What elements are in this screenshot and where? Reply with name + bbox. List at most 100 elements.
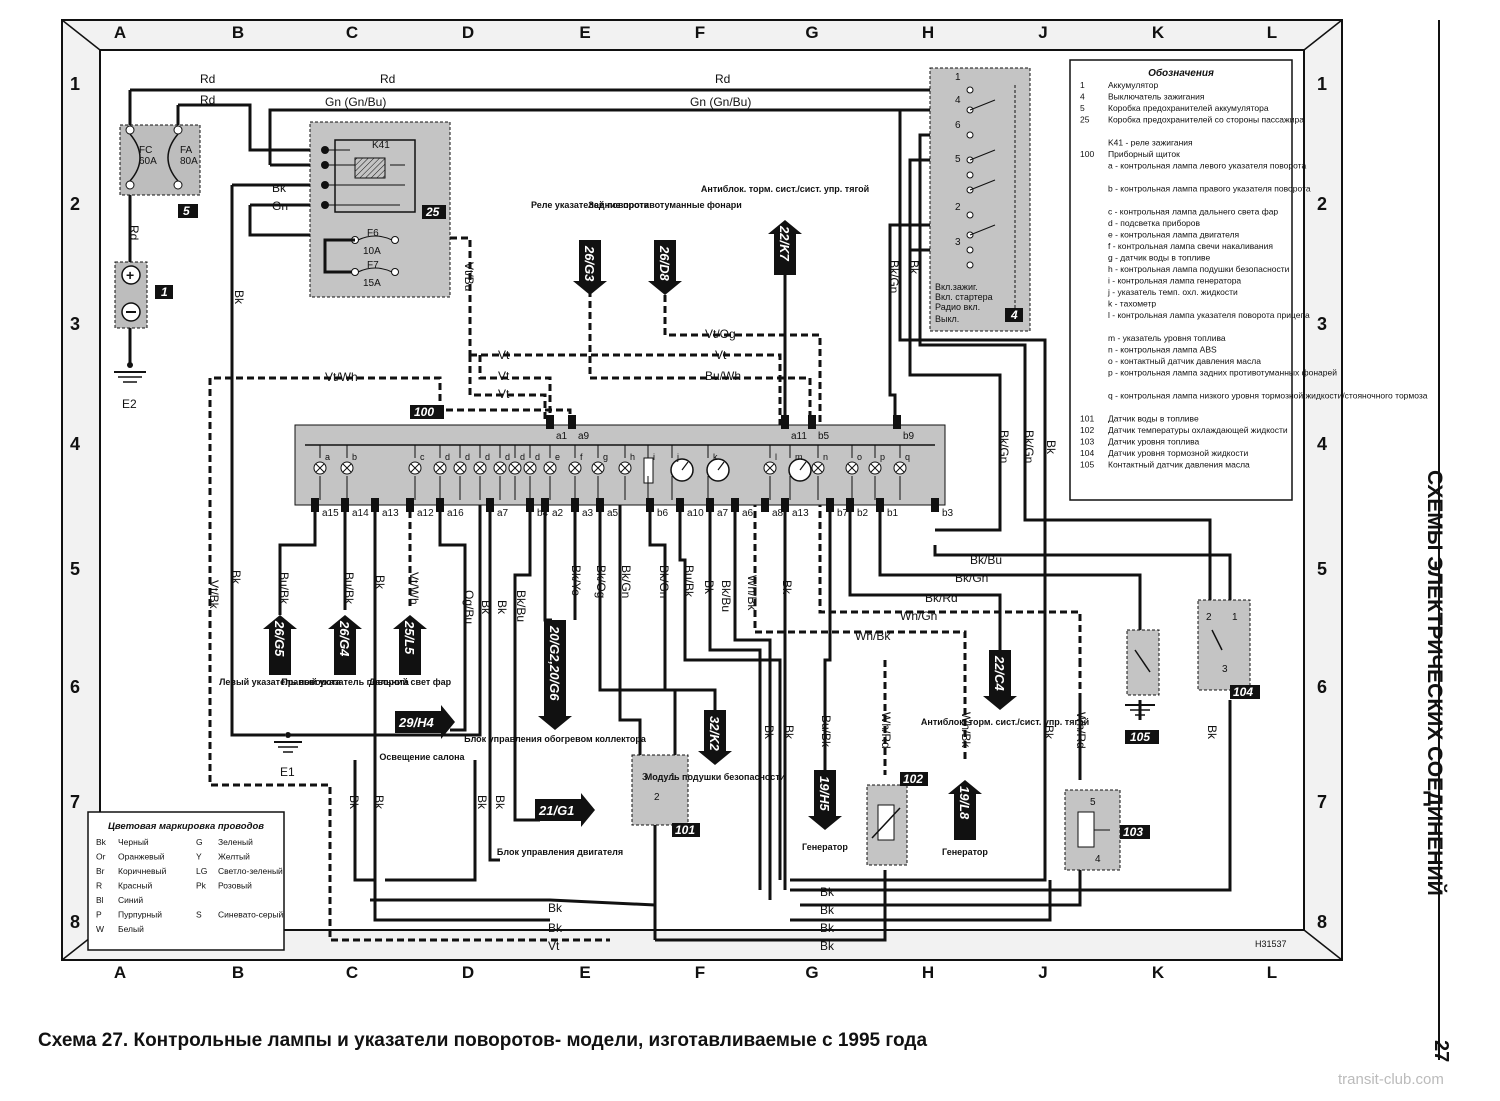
wire-label-rd: Rd [380, 72, 395, 86]
ignition-switch-number: 4 [1010, 308, 1018, 322]
color-code: W [96, 924, 104, 934]
color-name: Оранжевый [118, 852, 165, 862]
lamp-letter: b [352, 452, 357, 462]
wire-label-bk: Bk [372, 795, 386, 810]
grid-column-label: J [1038, 963, 1047, 982]
connector-pin [731, 498, 739, 512]
ign-pos-ignition: Вкл.зажиг. [935, 282, 978, 292]
arrow-shape [395, 705, 455, 739]
legend-item-text: Коробка предохранителей со стороны пасса… [1108, 115, 1304, 125]
fuse-box-5-number: 5 [183, 204, 190, 218]
color-code: P [96, 910, 102, 920]
lamp-cross [342, 463, 352, 473]
fuse-fa-rating: 80A [180, 156, 198, 167]
legend-item-text: e - контрольная лампа двигателя [1108, 230, 1240, 240]
wire-label-bubk: Bu/Bk [342, 572, 356, 605]
pin-label: a3 [582, 508, 594, 519]
color-code: Pk [196, 881, 207, 891]
connector-pin [931, 498, 939, 512]
pin-label: b5 [818, 431, 830, 442]
lamp-cross [847, 463, 857, 473]
wire-label-bk: Bk [229, 570, 243, 585]
connector-pin [846, 498, 854, 512]
legend-item-number: 105 [1080, 460, 1094, 470]
reference-arrow: 29/H4 [395, 705, 455, 739]
lamp-letter: e [555, 452, 560, 462]
wire-label-buwh: Bu/Wh [705, 369, 741, 383]
reference-arrow: 26/G5 [263, 615, 297, 675]
legend-item-text: f - контрольная лампа свечи накаливания [1108, 241, 1273, 251]
connector-pin [676, 498, 684, 512]
wire-label-bk: Bk [782, 725, 796, 740]
grid-column-label: C [346, 23, 358, 42]
wire-label-bk: Bk [495, 600, 509, 615]
connector-pin [436, 498, 444, 512]
s103-pin-5: 5 [1090, 797, 1096, 808]
wire-label-vt: Vt [548, 939, 560, 953]
wire-label-whrd: Wh/Rd [1074, 712, 1088, 749]
color-code: Or [96, 852, 106, 862]
wire-label-bubk: Bu/Bk [682, 565, 696, 598]
legend-item-text: Контактный датчик давления масла [1108, 460, 1250, 470]
lamp-letter: q [905, 452, 910, 462]
arrow-shape [538, 620, 572, 730]
sidebar-rule [1438, 20, 1440, 1060]
pin-label: a2 [552, 508, 564, 519]
grid-column-label: E [579, 23, 590, 42]
lamp-cross [435, 463, 445, 473]
grid-column-label: J [1038, 23, 1047, 42]
connector-pin [893, 415, 901, 429]
lamp-letter: n [823, 452, 828, 462]
wire-label-bk: Bk [548, 921, 563, 935]
grid-row-label: 4 [1317, 434, 1327, 454]
connector-pin [571, 498, 579, 512]
grid-column-label: H [922, 963, 934, 982]
legend-item-text: b - контрольная лампа правого указателя … [1108, 184, 1311, 194]
pin-label: b2 [857, 508, 869, 519]
grid-column-label: E [579, 963, 590, 982]
legend-item-number: 4 [1080, 92, 1085, 102]
figure-caption: Схема 27. Контрольные лампы и указатели … [38, 1030, 928, 1051]
lamp-letter: k [713, 452, 718, 462]
wire-label-bkgn: Bk/Gn [1022, 430, 1036, 463]
lamp-letter: g [603, 452, 608, 462]
lamp-cross [813, 463, 823, 473]
lamp-cross [570, 463, 580, 473]
grid-column-label: C [346, 963, 358, 982]
pin-label: a10 [687, 508, 704, 519]
connector-pin [486, 498, 494, 512]
lamp-cross [510, 463, 520, 473]
lamp-letter: o [857, 452, 862, 462]
sensor-105-number: 105 [1130, 730, 1150, 744]
grid-row-label: 2 [1317, 194, 1327, 214]
wire-label-vtbu: Vt/Bu [462, 262, 476, 291]
connector-pin [761, 498, 769, 512]
lamp-letter: p [880, 452, 885, 462]
arrow-shape [535, 793, 595, 827]
wire-label-rd: Rd [127, 225, 141, 240]
sensor-103-number: 103 [1123, 825, 1143, 839]
sensor-101-number: 101 [675, 823, 695, 837]
color-legend-title: Цветовая маркировка проводов [108, 821, 264, 832]
grid-column-label: L [1267, 23, 1277, 42]
grid-row-label: 7 [70, 792, 80, 812]
legend-item-number: 100 [1080, 149, 1094, 159]
color-code: Y [196, 852, 202, 862]
wire-label-vtbk: Vt/Bk [207, 580, 221, 610]
instrument-cluster-number: 100 [414, 405, 434, 419]
legend-item-number: 25 [1080, 115, 1090, 125]
wire-label-bk: Bk [820, 885, 835, 899]
wire-label-whbk: Wh/Bk [855, 629, 891, 643]
sensor-105: 105 [1125, 629, 1160, 744]
fuse-f6-rating: 10A [363, 246, 381, 257]
wire-label-bubk: Bu/Bk [819, 715, 833, 748]
lamp-letter: a [325, 452, 330, 462]
grid-row-label: 1 [70, 74, 80, 94]
caption-25l5: Дальний свет фар [369, 677, 452, 687]
